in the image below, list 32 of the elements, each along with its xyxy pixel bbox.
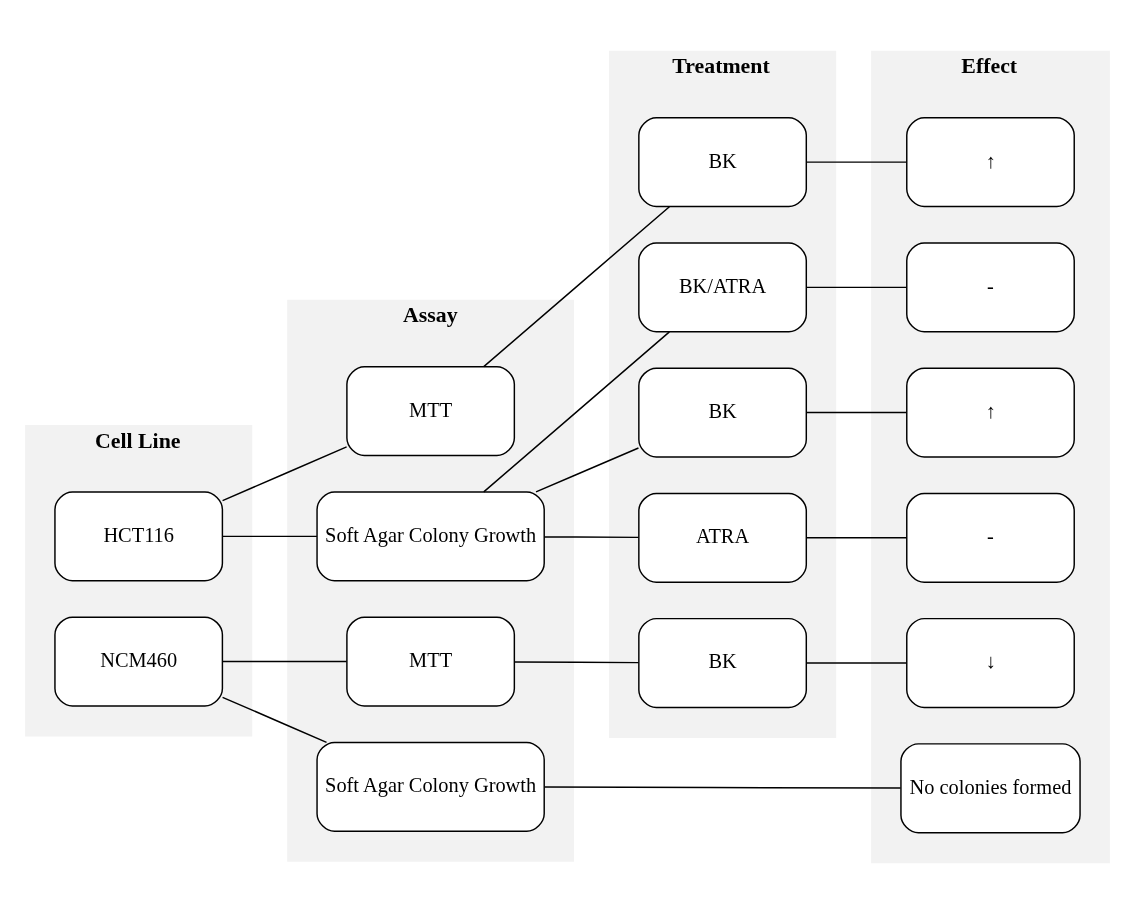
node-box: HCT116	[54, 491, 224, 582]
node-box: MTT	[346, 616, 516, 707]
node-box: ↓	[906, 617, 1075, 709]
connector	[805, 662, 908, 664]
node-box: Soft Agar Colony Growth	[316, 491, 545, 582]
connector	[805, 286, 908, 289]
connector	[483, 331, 671, 493]
node-box: -	[906, 492, 1075, 583]
node-box: BK	[638, 367, 808, 458]
connector	[221, 446, 348, 502]
connector	[483, 205, 671, 368]
node-box: No colonies formed	[900, 743, 1081, 834]
connector	[805, 411, 908, 414]
node-box: ↑	[906, 117, 1075, 208]
connector	[543, 786, 902, 789]
connector	[221, 535, 318, 538]
connector	[805, 161, 908, 163]
node-box: ↑	[906, 367, 1075, 458]
node-box: BK	[638, 617, 808, 709]
node-box: -	[906, 242, 1075, 333]
node-box: NCM460	[54, 616, 224, 707]
node-box: MTT	[346, 366, 516, 457]
node-box: BK/ATRA	[638, 242, 808, 333]
connector	[543, 536, 640, 539]
connector	[221, 660, 348, 663]
connector	[535, 447, 640, 493]
connector	[513, 661, 640, 664]
connector	[805, 537, 908, 539]
node-box: ATRA	[638, 492, 808, 583]
node-box: Soft Agar Colony Growth	[316, 741, 545, 832]
connector	[221, 696, 328, 744]
node-box: BK	[638, 117, 808, 208]
